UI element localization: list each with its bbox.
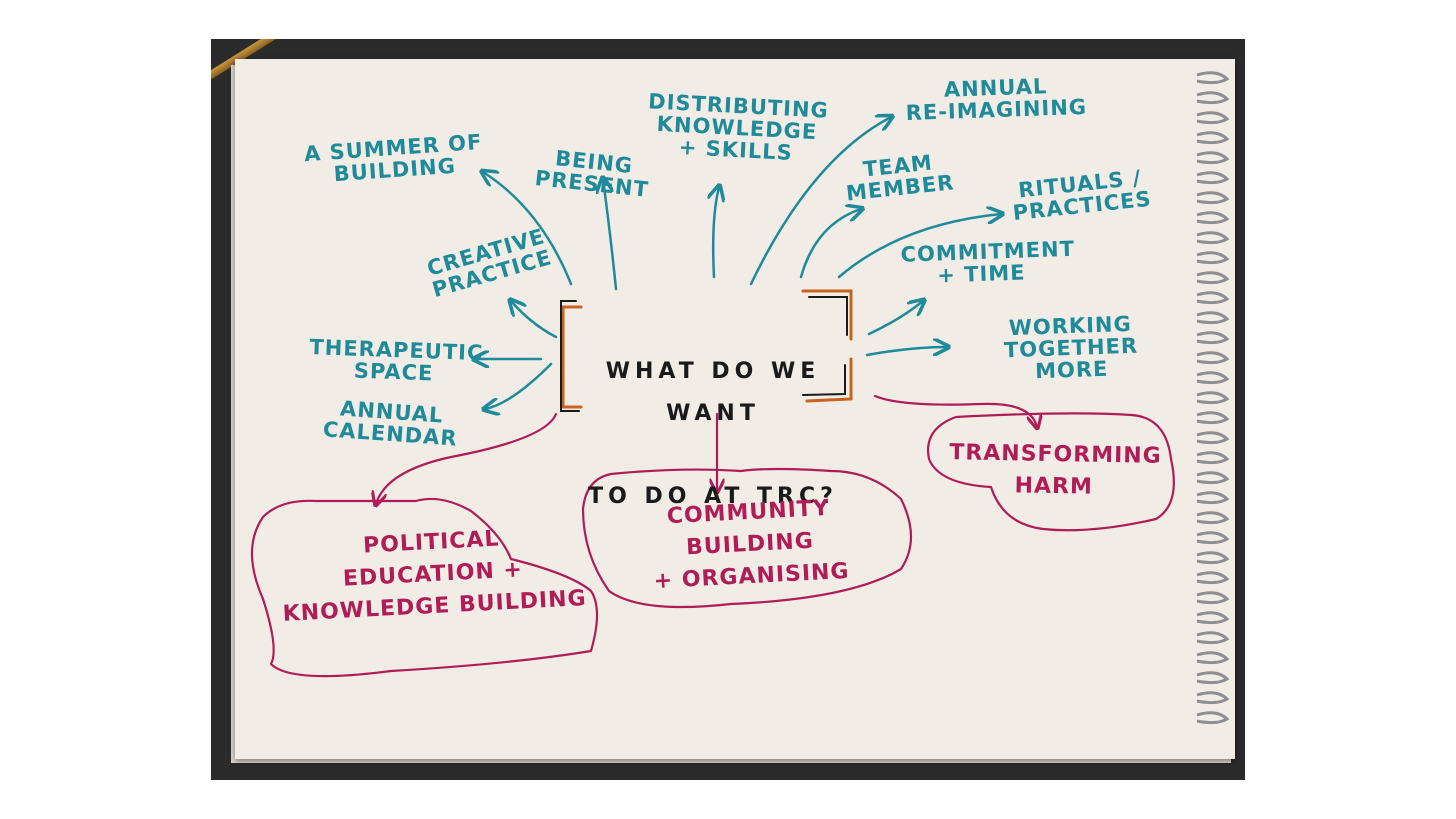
idea-working-together: Working together more bbox=[950, 311, 1192, 385]
idea-annual-reimagining: Annual re-imagining bbox=[885, 73, 1106, 125]
idea-distributing-knowledge: Distributing knowledge + skills bbox=[645, 90, 828, 165]
central-question-line1: What do we want bbox=[579, 351, 847, 435]
idea-commitment-time: Commitment + time bbox=[900, 238, 1061, 288]
photo-background: What do we want to do at TRC? A summer o… bbox=[211, 39, 1245, 780]
theme-political-education: Political education + knowledge building bbox=[271, 519, 596, 631]
idea-therapeutic-space: Therapeutic space bbox=[308, 336, 479, 386]
theme-transforming-harm: Transforming harm bbox=[948, 437, 1159, 504]
theme-community-building: Community building + organising bbox=[603, 489, 898, 600]
